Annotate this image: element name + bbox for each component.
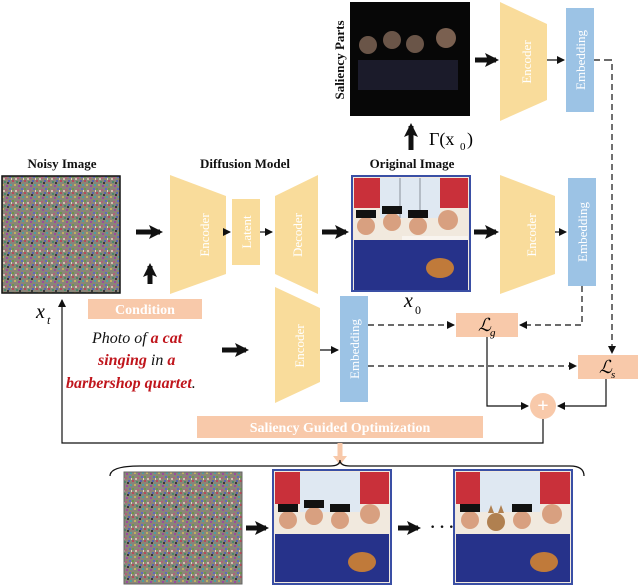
svg-text:g: g bbox=[490, 327, 496, 339]
sum-symbol: + bbox=[537, 395, 548, 417]
noisy-image bbox=[1, 175, 121, 294]
optimization-box bbox=[197, 416, 483, 438]
arrow-ls-to-sum bbox=[557, 379, 607, 410]
diffusion-decoder-label: Decoder bbox=[290, 212, 305, 257]
text-embedding-label: Embedding bbox=[347, 319, 362, 379]
original-embedding bbox=[568, 178, 596, 286]
arrow-lg-to-sum bbox=[486, 337, 529, 410]
dash-original-embedding-to-lg bbox=[519, 286, 583, 329]
diffusion-model-label: Diffusion Model bbox=[200, 156, 290, 171]
latent-block bbox=[232, 199, 260, 265]
sequence-final-image bbox=[453, 469, 573, 585]
original-encoder bbox=[500, 175, 555, 294]
latent-label: Latent bbox=[239, 215, 254, 249]
svg-text:ℒ: ℒ bbox=[478, 315, 492, 335]
loss-g-box bbox=[456, 313, 518, 337]
svg-text:ℒ: ℒ bbox=[599, 357, 613, 377]
sum-node bbox=[530, 393, 556, 419]
svg-text:x: x bbox=[35, 301, 45, 323]
condition-box bbox=[88, 299, 202, 319]
saliency-encoder bbox=[500, 2, 547, 121]
optimization-label: Saliency Guided Optimization bbox=[250, 421, 431, 436]
original-encoder-label: Encoder bbox=[524, 213, 539, 257]
loss-s-label: ℒ s bbox=[599, 357, 615, 381]
original-embedding-label: Embedding bbox=[575, 202, 590, 262]
svg-text:barbershop quartet.: barbershop quartet. bbox=[66, 375, 196, 392]
saliency-parts-image bbox=[350, 2, 470, 116]
svg-text:x: x bbox=[403, 290, 413, 312]
saliency-embedding-label: Embedding bbox=[573, 30, 588, 90]
original-image bbox=[351, 175, 471, 292]
loss-g-label: ℒ g bbox=[478, 315, 496, 339]
text-encoder bbox=[275, 287, 320, 403]
text-embedding bbox=[340, 296, 368, 402]
svg-text:Photo of a cat: Photo of a cat bbox=[91, 330, 183, 347]
svg-text:singing in a: singing in a bbox=[97, 352, 175, 369]
diffusion-encoder bbox=[170, 175, 226, 294]
svg-text:): ) bbox=[467, 129, 473, 150]
svg-text:Γ(x: Γ(x bbox=[429, 129, 454, 150]
results-brace bbox=[109, 459, 585, 477]
sequence-noisy-image bbox=[123, 471, 243, 585]
original-image-label: Original Image bbox=[370, 156, 455, 171]
svg-text:0: 0 bbox=[415, 303, 421, 317]
diffusion-encoder-label: Encoder bbox=[197, 213, 212, 257]
sequence-step-image bbox=[272, 469, 392, 585]
svg-text:0: 0 bbox=[460, 141, 466, 153]
condition-label: Condition bbox=[115, 303, 175, 318]
diffusion-decoder bbox=[275, 175, 318, 294]
saliency-encoder-label: Encoder bbox=[519, 40, 534, 84]
dash-saliency-embedding-to-ls bbox=[606, 59, 616, 354]
xt-label: x t bbox=[35, 301, 51, 327]
x0-label: x 0 bbox=[403, 290, 421, 317]
text-encoder-label: Encoder bbox=[292, 324, 307, 368]
svg-text:t: t bbox=[47, 313, 51, 327]
loss-s-box bbox=[578, 355, 638, 379]
feedback-path bbox=[58, 299, 544, 444]
noisy-image-label: Noisy Image bbox=[28, 156, 97, 171]
saliency-embedding bbox=[566, 8, 594, 112]
prompt-text: Photo of a cat singing in a barbershop q… bbox=[66, 330, 196, 392]
saliency-parts-label: Saliency Parts bbox=[332, 20, 347, 99]
gamma-label: Γ(x 0 ) bbox=[429, 129, 473, 153]
svg-text:s: s bbox=[611, 369, 615, 381]
